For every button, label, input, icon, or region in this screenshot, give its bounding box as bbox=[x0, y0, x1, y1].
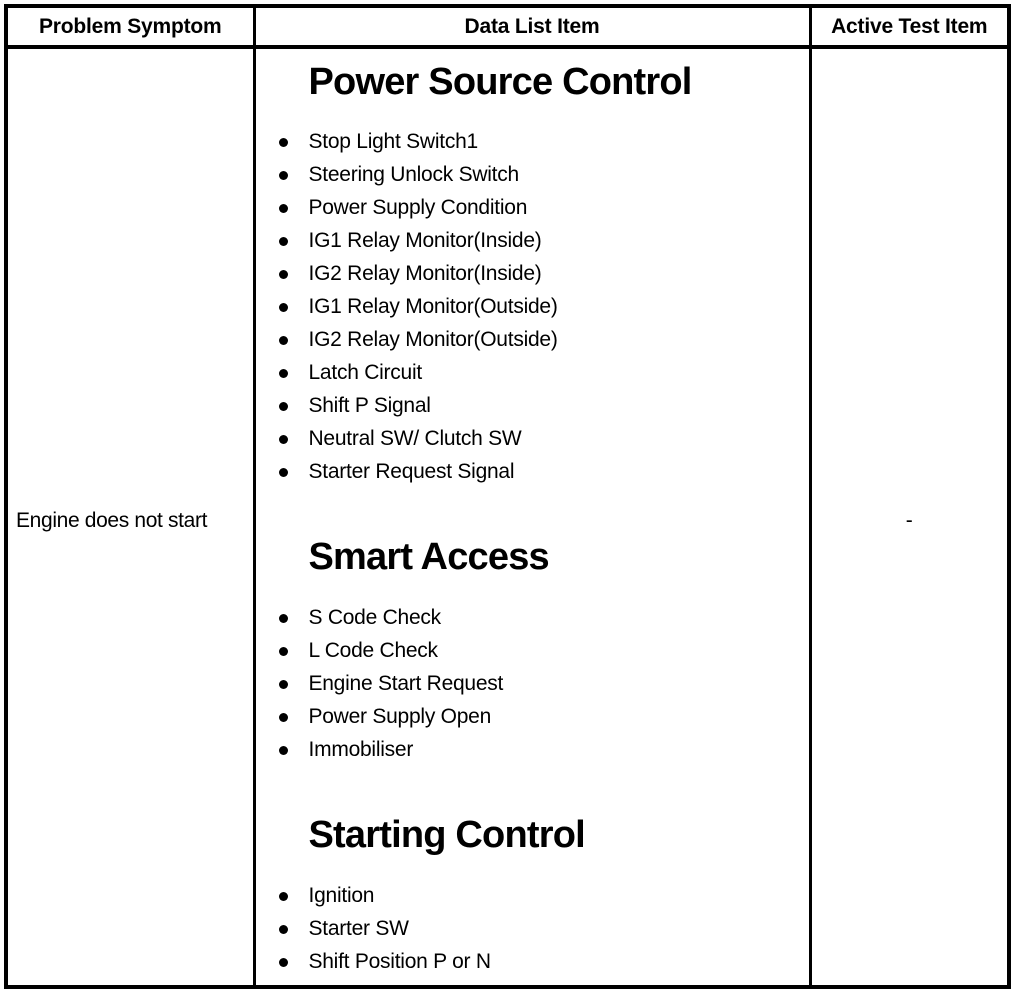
bullet-icon bbox=[278, 237, 288, 246]
list-item: Engine Start Request bbox=[256, 667, 809, 700]
list-item: Latch Circuit bbox=[256, 356, 809, 389]
column-header-active-test-item: Active Test Item bbox=[808, 8, 1007, 49]
list-item-label: Starter SW bbox=[308, 917, 409, 940]
list-item-label: Ignition bbox=[308, 884, 375, 907]
bullet-icon bbox=[278, 647, 288, 656]
list-item-label: IG2 Relay Monitor(Outside) bbox=[308, 328, 558, 351]
cell-data-list-item: Power Source Control Stop Light Switch1 … bbox=[252, 47, 810, 989]
bullet-icon bbox=[278, 369, 288, 378]
list-item: Power Supply Condition bbox=[256, 191, 809, 224]
bullet-icon bbox=[278, 614, 288, 623]
list-item: IG2 Relay Monitor(Outside) bbox=[256, 323, 809, 356]
bullet-icon bbox=[278, 204, 288, 213]
list-item: IG1 Relay Monitor(Inside) bbox=[256, 224, 809, 257]
table-row: Engine does not start Power Source Contr… bbox=[8, 47, 1007, 989]
list-item: Shift Position P or N bbox=[256, 945, 809, 978]
list-item-label: L Code Check bbox=[308, 639, 439, 662]
bullet-icon bbox=[278, 468, 288, 477]
list-item: Ignition bbox=[256, 879, 809, 912]
bullet-icon bbox=[278, 435, 288, 444]
bullet-icon bbox=[278, 958, 288, 967]
column-header-problem-symptom: Problem Symptom bbox=[8, 8, 254, 49]
list-item: Steering Unlock Switch bbox=[256, 158, 809, 191]
bullet-icon bbox=[278, 746, 288, 755]
data-list-items: Stop Light Switch1 Steering Unlock Switc… bbox=[256, 125, 809, 488]
list-item-label: IG2 Relay Monitor(Inside) bbox=[308, 262, 542, 285]
list-item-label: Shift P Signal bbox=[308, 394, 431, 417]
list-item: IG2 Relay Monitor(Inside) bbox=[256, 257, 809, 290]
list-item: Immobiliser bbox=[256, 733, 809, 766]
table-header-row: Problem Symptom Data List Item Active Te… bbox=[8, 8, 1007, 49]
list-item: Starter SW bbox=[256, 912, 809, 945]
list-item-label: Starter Request Signal bbox=[308, 460, 515, 483]
list-item-label: Shift Position P or N bbox=[308, 950, 492, 973]
cell-active-test-item: - bbox=[808, 47, 1007, 989]
list-item-label: Steering Unlock Switch bbox=[308, 163, 520, 186]
data-list-section-smart-access: Smart Access S Code Check L Code Check E… bbox=[256, 538, 809, 766]
list-item: Neutral SW/ Clutch SW bbox=[256, 422, 809, 455]
section-title: Power Source Control bbox=[308, 61, 693, 103]
bullet-icon bbox=[278, 138, 288, 147]
section-title: Starting Control bbox=[308, 814, 586, 856]
list-item: Power Supply Open bbox=[256, 700, 809, 733]
bullet-icon bbox=[278, 402, 288, 411]
bullet-icon bbox=[278, 171, 288, 180]
bullet-icon bbox=[278, 303, 288, 312]
list-item-label: Engine Start Request bbox=[308, 672, 504, 695]
problem-symptom-label: Engine does not start bbox=[16, 509, 208, 532]
list-item-label: Power Supply Open bbox=[308, 705, 492, 728]
list-item: IG1 Relay Monitor(Outside) bbox=[256, 290, 809, 323]
data-list-section-starting-control: Starting Control Ignition Starter SW Shi… bbox=[256, 816, 809, 978]
list-item: S Code Check bbox=[256, 601, 809, 634]
section-title: Smart Access bbox=[308, 536, 550, 578]
cell-problem-symptom: Engine does not start bbox=[8, 47, 254, 989]
list-item: Shift P Signal bbox=[256, 389, 809, 422]
column-header-data-list-item: Data List Item bbox=[252, 8, 810, 49]
data-list-section-power-source-control: Power Source Control Stop Light Switch1 … bbox=[256, 63, 809, 488]
list-item-label: IG1 Relay Monitor(Inside) bbox=[308, 229, 542, 252]
list-item-label: IG1 Relay Monitor(Outside) bbox=[308, 295, 558, 318]
diagnostic-table: Problem Symptom Data List Item Active Te… bbox=[4, 4, 1011, 989]
list-item: Starter Request Signal bbox=[256, 455, 809, 488]
bullet-icon bbox=[278, 680, 288, 689]
list-item: L Code Check bbox=[256, 634, 809, 667]
problem-symptom-table: Problem Symptom Data List Item Active Te… bbox=[8, 8, 1007, 989]
list-item-label: Power Supply Condition bbox=[308, 196, 528, 219]
data-list-items: S Code Check L Code Check Engine Start R… bbox=[256, 601, 809, 766]
active-test-item-value: - bbox=[905, 509, 913, 532]
list-item-label: Latch Circuit bbox=[308, 361, 423, 384]
bullet-icon bbox=[278, 892, 288, 901]
list-item-label: S Code Check bbox=[308, 606, 442, 629]
bullet-icon bbox=[278, 713, 288, 722]
bullet-icon bbox=[278, 336, 288, 345]
list-item-label: Stop Light Switch1 bbox=[308, 130, 479, 153]
list-item: Stop Light Switch1 bbox=[256, 125, 809, 158]
bullet-icon bbox=[278, 270, 288, 279]
list-item-label: Immobiliser bbox=[308, 738, 414, 761]
list-item-label: Neutral SW/ Clutch SW bbox=[308, 427, 522, 450]
bullet-icon bbox=[278, 925, 288, 934]
data-list-items: Ignition Starter SW Shift Position P or … bbox=[256, 879, 809, 978]
